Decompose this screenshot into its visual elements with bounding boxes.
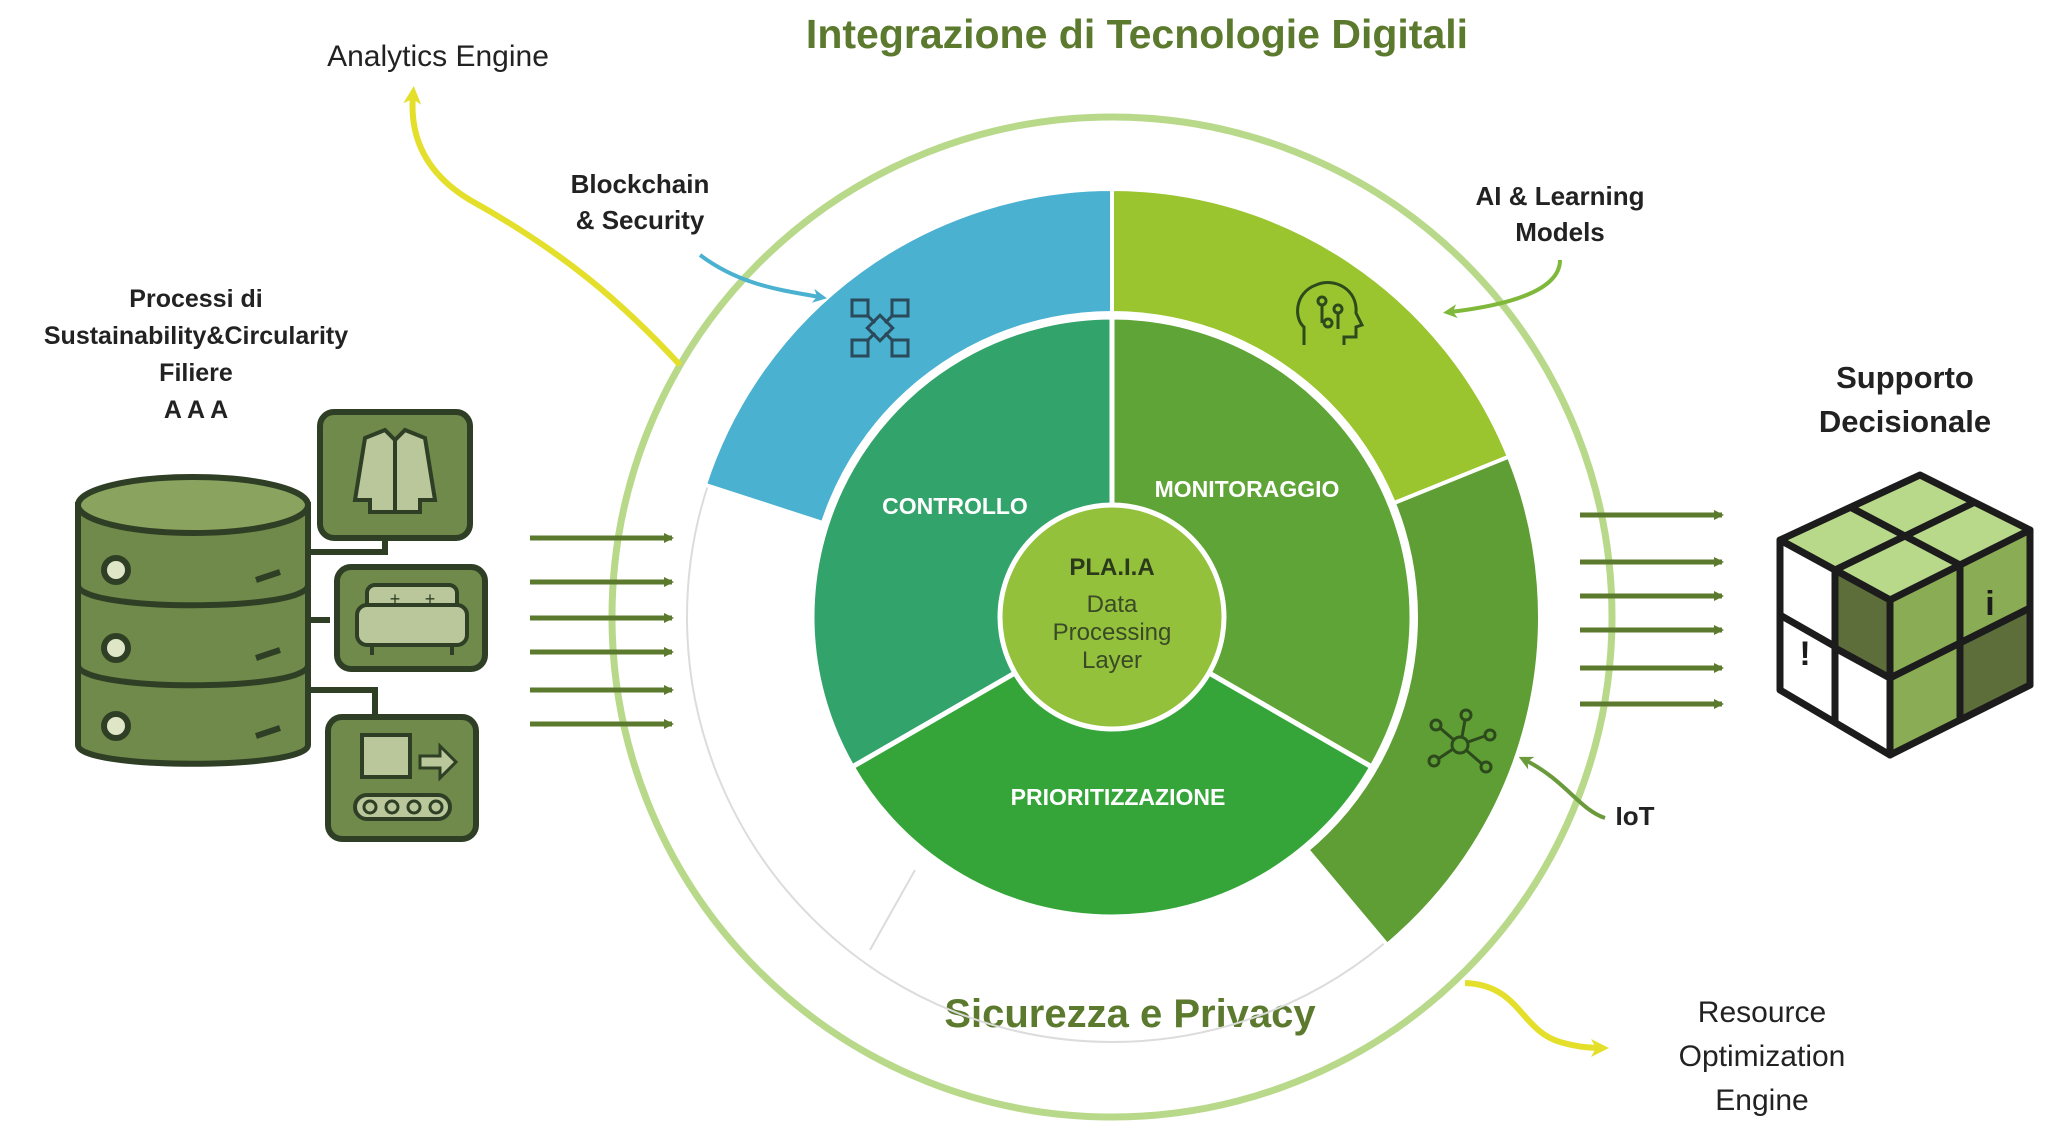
analytics-yellow-arrow — [403, 86, 683, 368]
svg-text:+: + — [390, 589, 401, 609]
processes-label-line-3: Filiere — [159, 359, 233, 387]
segment-prioritizzazione — [848, 614, 1376, 920]
sofa-icon: + + — [334, 564, 488, 672]
iot-network-icon — [1427, 708, 1497, 774]
resource-yellow-arrow — [1464, 980, 1609, 1057]
resource-engine-line-3: Engine — [1715, 1084, 1808, 1117]
input-arrows — [530, 533, 674, 729]
blockchain-icon — [850, 298, 910, 358]
resource-engine-line-2: Optimization — [1679, 1040, 1846, 1073]
processes-label-line-2: Sustainability&Circularity — [44, 322, 348, 350]
ai-label-line-1: AI & Learning — [1475, 181, 1644, 211]
ai-pointer-arrow — [1443, 259, 1562, 319]
core-line-1: Data — [1087, 591, 1138, 618]
database-icon — [75, 474, 311, 767]
core-title: PLA.I.A — [1069, 554, 1154, 581]
iot-label: IoT — [1616, 801, 1655, 831]
blockchain-label-line-1: Blockchain — [571, 169, 710, 199]
segment-label-prioritizzazione: PRIORITIZZAZIONE — [1011, 784, 1226, 810]
main-title: Integrazione di Tecnologie Digitali — [806, 11, 1468, 57]
processes-label-line-1: Processi di — [129, 285, 262, 313]
svg-text:i: i — [1985, 585, 1994, 623]
resource-engine-line-1: Resource — [1698, 996, 1826, 1029]
blockchain-label-line-2: & Security — [576, 205, 705, 235]
core-line-3: Layer — [1082, 647, 1142, 674]
segment-label-monitoraggio: MONITORAGGIO — [1155, 476, 1340, 502]
blockchain-pointer-arrow — [698, 253, 827, 303]
svg-text:!: ! — [1799, 635, 1810, 673]
technology-bands — [702, 186, 1542, 948]
jacket-icon — [317, 409, 473, 541]
svg-text:+: + — [425, 589, 436, 609]
core-line-2: Processing — [1053, 619, 1172, 646]
decision-support-line-1: Supporto — [1836, 360, 1974, 395]
segment-label-controllo: CONTROLLO — [882, 493, 1028, 519]
cube-icon: i ! — [1776, 471, 2034, 759]
output-arrows — [1580, 510, 1724, 709]
ring-divider — [869, 869, 916, 951]
processes-label-line-4: A A A — [164, 396, 228, 424]
iot-pointer-arrow — [1518, 756, 1606, 820]
decision-support-line-2: Decisionale — [1819, 404, 1991, 439]
bottom-title: Sicurezza e Privacy — [944, 992, 1316, 1036]
analytics-engine-label: Analytics Engine — [327, 40, 549, 73]
core-circle — [997, 502, 1227, 732]
ai-brain-icon — [1296, 281, 1365, 345]
conveyor-box-icon — [325, 714, 479, 842]
ai-label-line-2: Models — [1515, 217, 1605, 247]
